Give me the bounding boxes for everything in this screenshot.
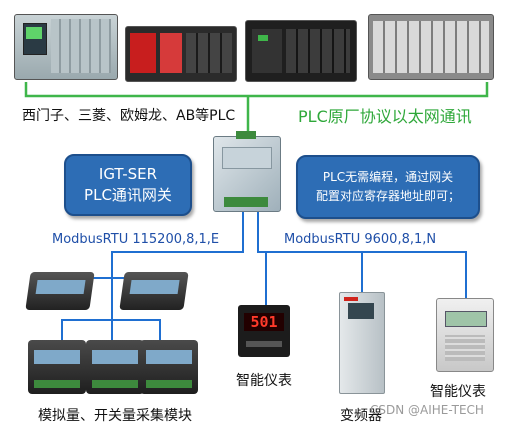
ethernet-label: PLC原厂协议以太网通讯 xyxy=(298,107,472,126)
rtu-left-line xyxy=(111,210,244,345)
gateway-device-image xyxy=(213,131,281,212)
info-callout-line1: PLC无需编程，通过网关 xyxy=(322,170,454,184)
io-modules-label: 模拟量、开关量采集模块 xyxy=(38,408,192,424)
meter-display: 501 xyxy=(244,313,284,331)
siemens-plc-image xyxy=(14,14,118,80)
smart-meter-right-label: 智能仪表 xyxy=(430,384,486,400)
watermark: CSDN @AIHE-TECH xyxy=(370,403,484,417)
inverter-device xyxy=(339,292,385,394)
mitsubishi-plc-image xyxy=(125,26,237,82)
info-callout-box: PLC无需编程，通过网关 配置对应寄存器地址即可； xyxy=(296,155,480,219)
plc-brands-label: 西门子、三菱、欧姆龙、AB等PLC xyxy=(22,108,236,124)
smart-meter-device: 501 xyxy=(238,305,290,357)
io-module-upper-left xyxy=(25,272,95,310)
io-module-lower-1 xyxy=(28,340,86,394)
smart-meter-left-label: 智能仪表 xyxy=(236,373,292,389)
inverter-label: 变频器 xyxy=(340,408,382,424)
rtu-left-label: ModbusRTU 115200,8,1,E xyxy=(52,232,220,247)
ab-plc-image xyxy=(368,14,494,80)
omron-plc-image xyxy=(245,20,357,82)
ethernet-bracket xyxy=(24,82,489,98)
energy-meter-device xyxy=(436,298,494,372)
rtu-left-branch2 xyxy=(112,319,161,345)
rtu-left-branch xyxy=(61,319,112,345)
io-module-upper-right xyxy=(119,272,189,310)
io-module-lower-3 xyxy=(140,340,198,394)
gateway-callout-box: IGT-SER PLC通讯网关 xyxy=(64,154,192,216)
gateway-callout-line2: PLC通讯网关 xyxy=(84,186,172,204)
info-callout-line2: 配置对应寄存器地址即可； xyxy=(315,189,460,203)
gateway-callout-line1: IGT-SER xyxy=(98,165,158,183)
io-module-lower-2 xyxy=(86,340,144,394)
rtu-right-label: ModbusRTU 9600,8,1,N xyxy=(284,232,437,247)
